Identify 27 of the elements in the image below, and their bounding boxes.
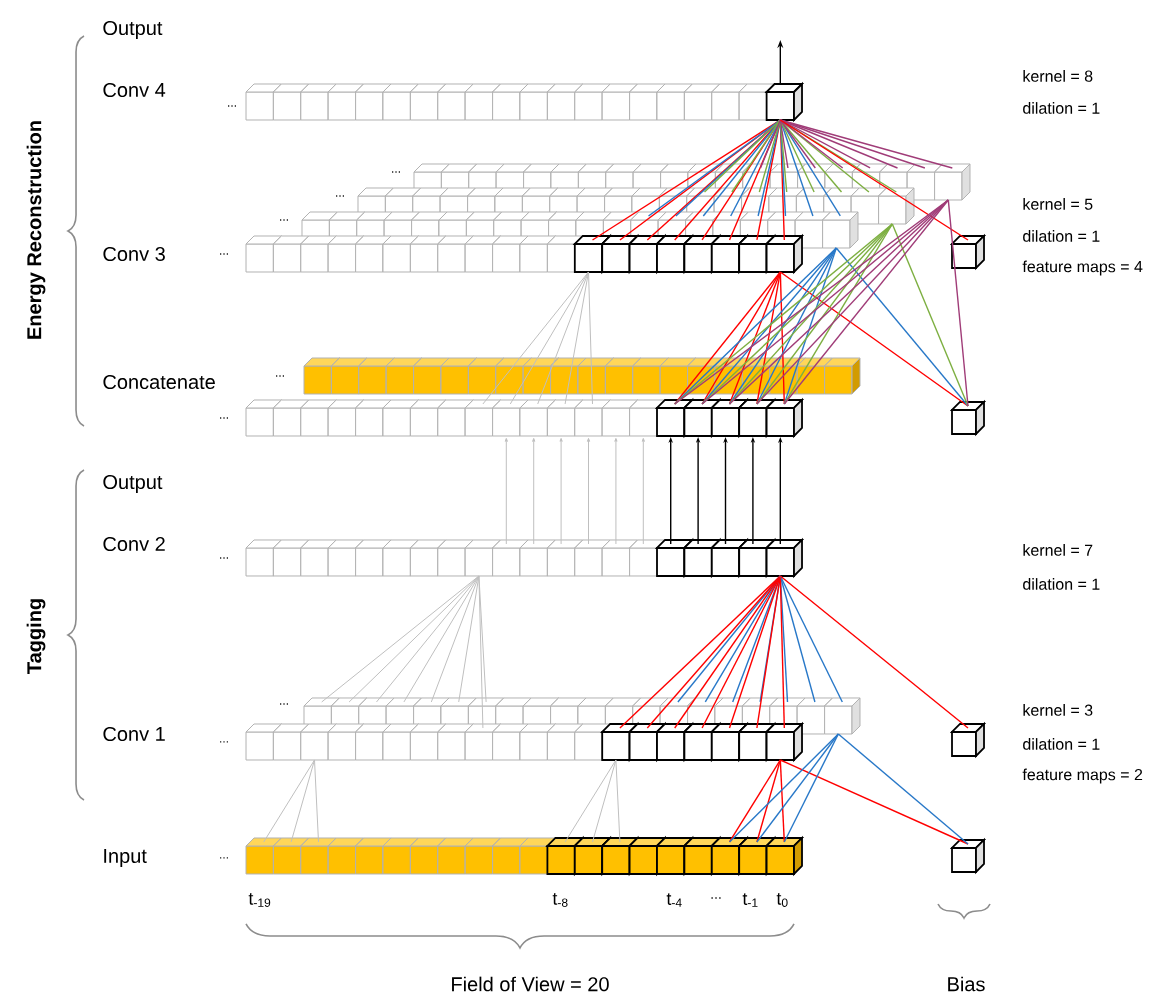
layer-label: Conv 2 — [103, 536, 165, 552]
parameter-label: dilation = 1 — [1023, 230, 1100, 242]
parameter-label: kernel = 5 — [1023, 198, 1093, 210]
parameter-label: dilation = 1 — [1023, 102, 1100, 114]
layer-label: Output — [103, 20, 163, 40]
parameter-label: feature maps = 4 — [1022, 260, 1143, 276]
group-label: Tagging — [26, 599, 46, 674]
layer-label: Input — [104, 849, 147, 867]
bias-label: Bias — [948, 976, 985, 992]
time-label: t$_{-8}$ — [552, 893, 568, 907]
layer-label: Concatenate — [103, 374, 215, 390]
layer-label: Conv 3 — [103, 246, 165, 262]
field-of-view-label: Field of View = 20 — [452, 976, 609, 992]
time-label: t$_{0}$ — [776, 893, 788, 907]
layer-label: Output — [103, 474, 163, 494]
parameter-label: dilation = 1 — [1023, 578, 1100, 590]
parameter-label: dilation = 1 — [1023, 738, 1100, 750]
time-label: t$_{-1}$ — [742, 893, 758, 907]
parameter-label: kernel = 3 — [1023, 704, 1093, 716]
parameter-label: kernel = 8 — [1023, 70, 1093, 82]
layer-label: Conv 1 — [103, 726, 165, 742]
time-label: t$_{-4}$ — [666, 893, 682, 907]
parameter-label: feature maps = 2 — [1022, 768, 1143, 784]
group-label: Energy Reconstruction — [26, 121, 46, 339]
parameter-label: kernel = 7 — [1023, 544, 1093, 556]
layer-label: Conv 4 — [103, 82, 166, 98]
time-label: t$_{-19}$ — [248, 893, 271, 907]
